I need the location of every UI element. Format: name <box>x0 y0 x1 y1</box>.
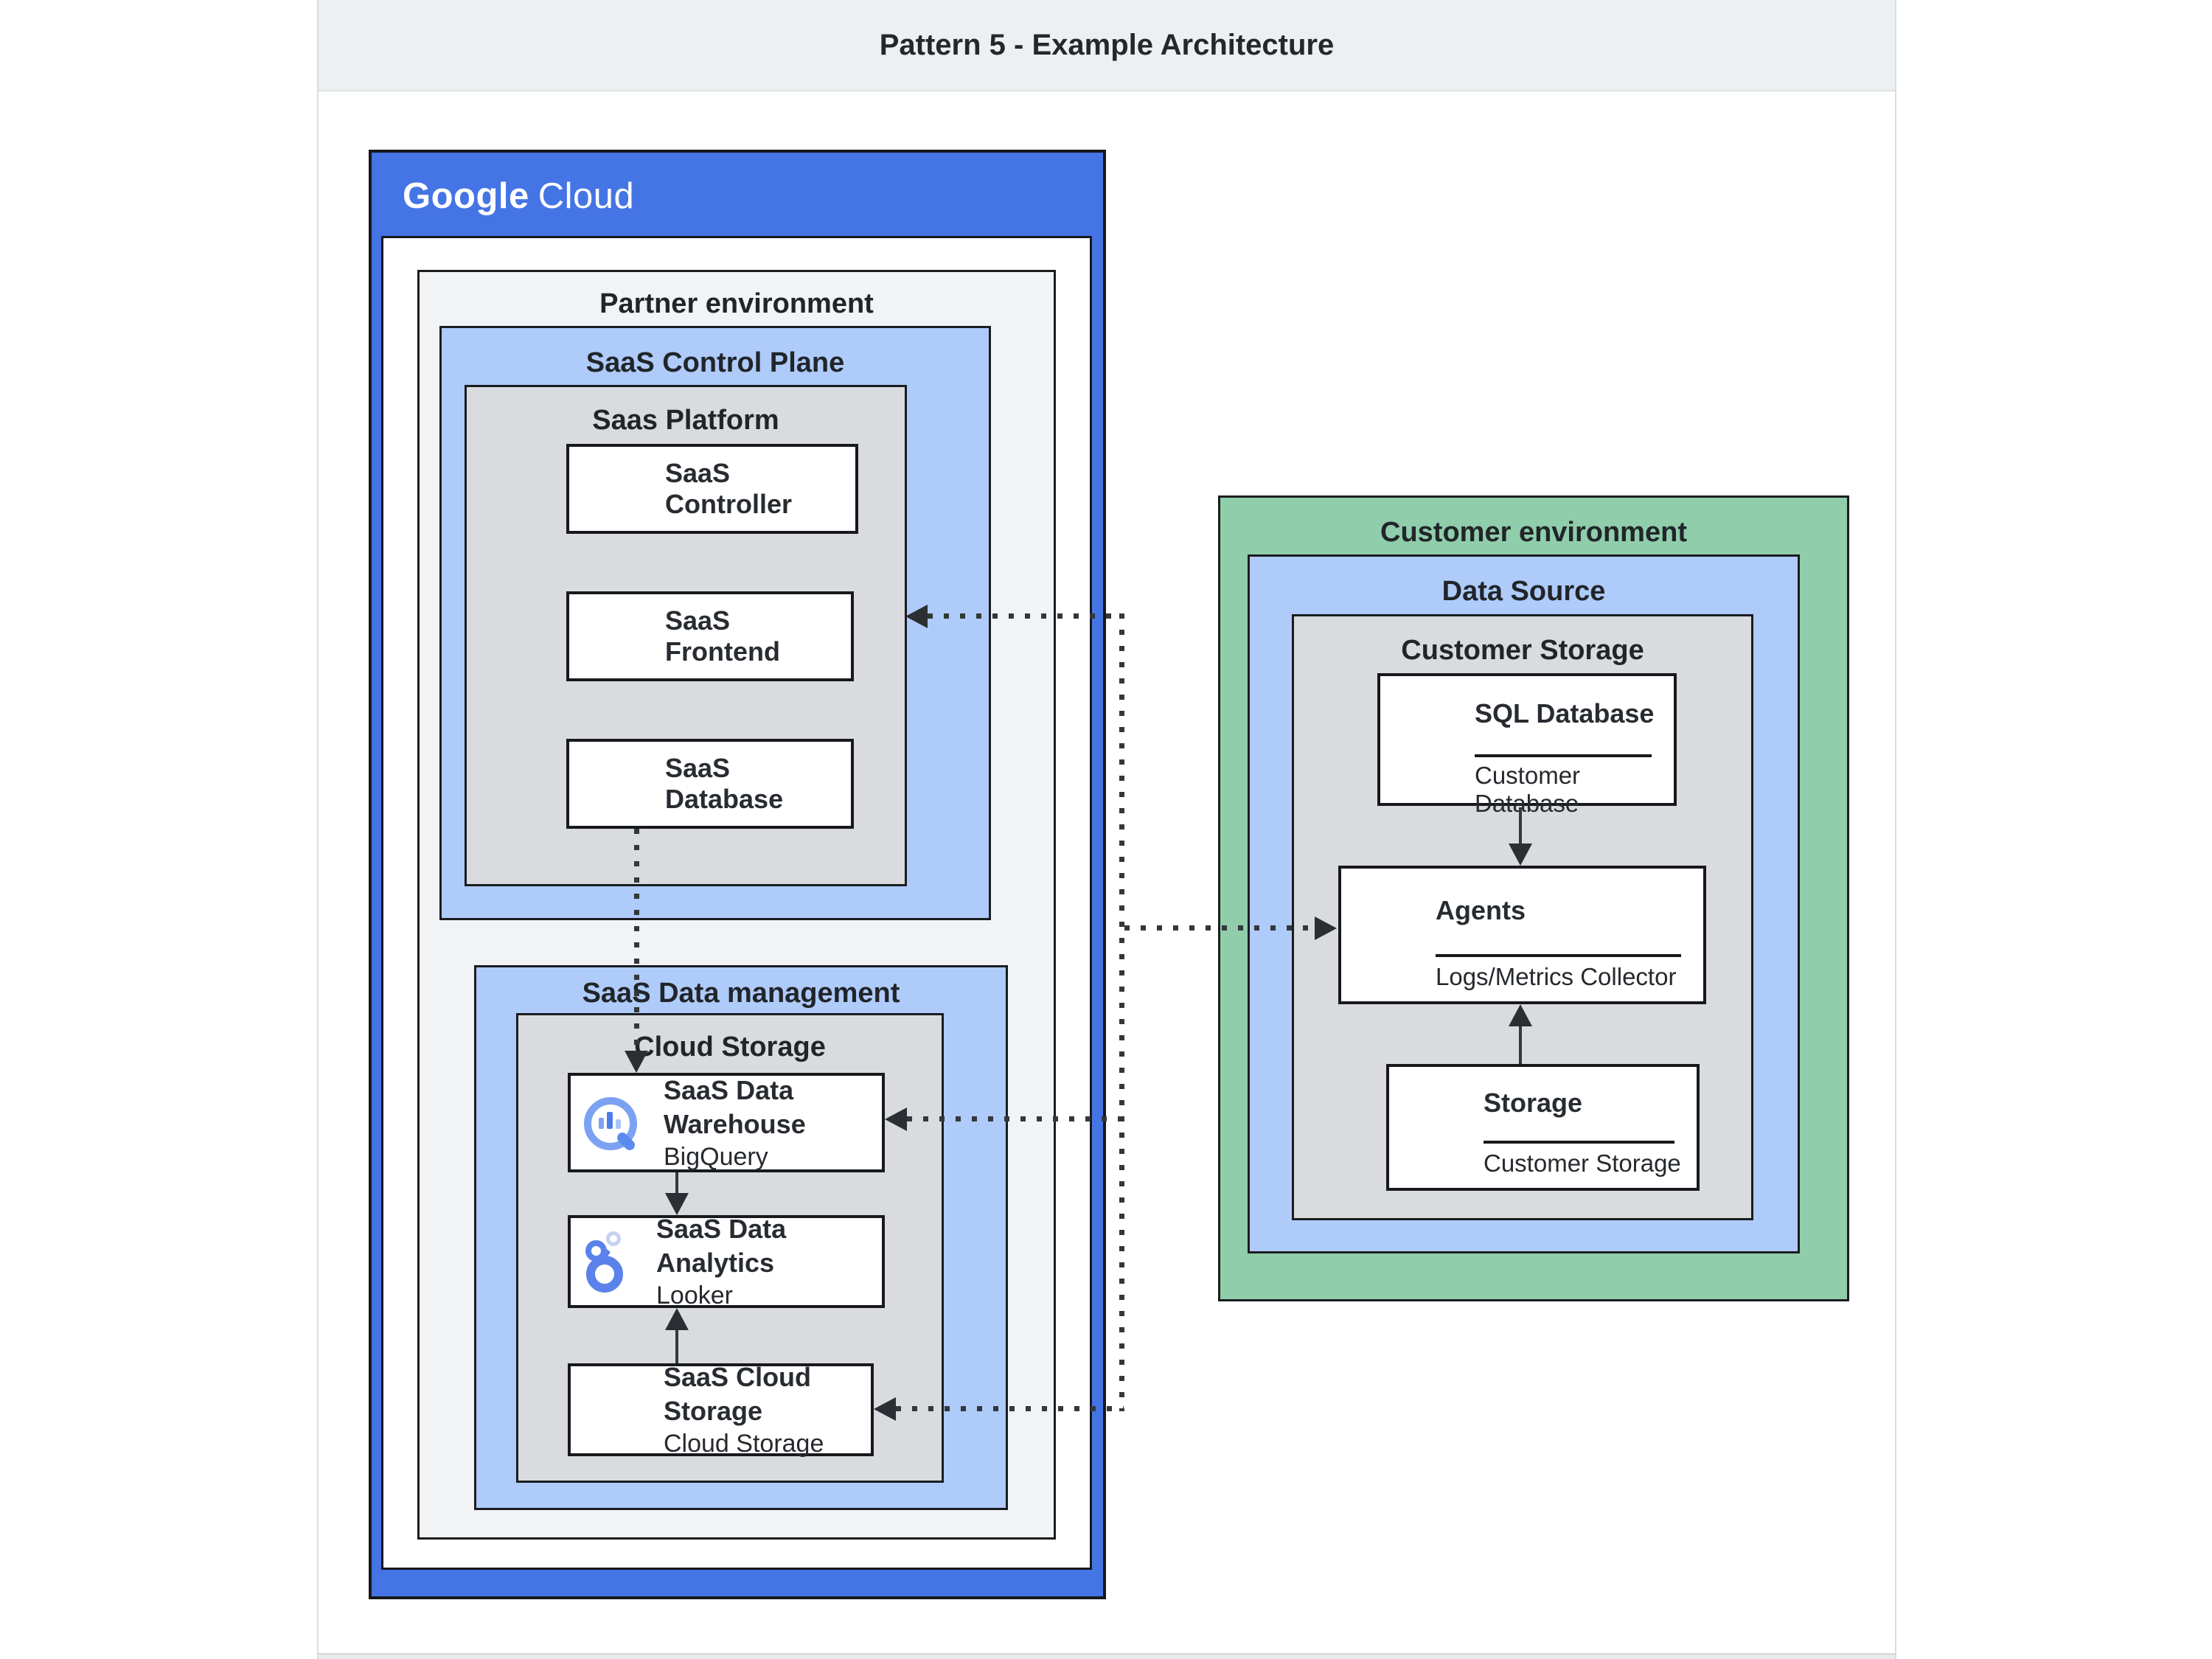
sql-database-title: SQL Database <box>1475 698 1655 728</box>
server-rack-icon <box>1398 697 1453 738</box>
storage-title: Storage <box>1484 1088 1583 1118</box>
agents-separator <box>1436 954 1681 957</box>
saas-cloud-storage-title: SaaS Cloud Storage <box>664 1362 812 1426</box>
agents-subtitle: Logs/Metrics Collector <box>1436 963 1677 990</box>
connector-vertical-line <box>1119 613 1124 1411</box>
saas-controller-box: SaaS Controller <box>566 444 858 534</box>
saas-database-box: SaaS Database <box>566 739 854 829</box>
customer-environment-label: Customer environment <box>1380 517 1687 548</box>
saas-data-management-label: SaaS Data management <box>582 978 900 1009</box>
customer-storage-group-label: Customer Storage <box>1401 635 1644 666</box>
arrow-cloudstorage-to-analytics-head <box>665 1308 689 1330</box>
agents-title: Agents <box>1436 895 1526 925</box>
arrow-warehouse-to-analytics-head <box>665 1193 689 1215</box>
page-title: Pattern 5 - Example Architecture <box>879 28 1335 61</box>
saas-platform-label: Saas Platform <box>592 405 779 436</box>
page-left-border <box>317 0 319 1659</box>
connector-to-warehouse-head <box>885 1107 907 1131</box>
saas-cloud-storage-box: SaaS Cloud Storage Cloud Storage <box>568 1362 874 1458</box>
storage-subtitle: Customer Storage <box>1484 1150 1681 1177</box>
storage-box: Storage Customer Storage <box>1386 1064 1700 1191</box>
page-right-border <box>1895 0 1896 1659</box>
saas-frontend-label: SaaS Frontend <box>665 605 780 667</box>
diagram-header: Pattern 5 - Example Architecture <box>319 0 1895 91</box>
sql-database-box: SQL Database Customer Database <box>1377 673 1677 817</box>
sql-database-separator <box>1475 754 1652 757</box>
saas-control-plane-label: SaaS Control Plane <box>585 347 845 378</box>
google-cloud-logo-cloud: Cloud <box>538 176 635 216</box>
server-rack-icon <box>1407 1088 1461 1129</box>
connector-to-agents-line <box>1124 925 1316 931</box>
arrow-warehouse-to-analytics-line <box>675 1172 678 1194</box>
sql-database-subtitle: Customer Database <box>1475 762 1581 817</box>
saas-data-warehouse-title: SaaS Data Warehouse <box>664 1074 806 1139</box>
agents-box: Agents Logs/Metrics Collector <box>1338 866 1706 1004</box>
arrow-cloudstorage-to-analytics-line <box>675 1329 678 1363</box>
storage-separator <box>1484 1141 1674 1144</box>
saas-data-analytics-subtitle: Looker <box>656 1281 733 1310</box>
saas-data-analytics-box: SaaS Data Analytics Looker <box>568 1214 885 1310</box>
connector-to-agents-head <box>1315 917 1337 940</box>
server-rack-icon <box>582 763 637 804</box>
bigquery-icon <box>584 1094 641 1152</box>
connector-to-cloudstorage-head <box>874 1397 896 1421</box>
arrow-database-to-warehouse-line <box>634 829 639 1052</box>
connector-to-cloudstorage-line <box>896 1406 1124 1411</box>
saas-data-analytics-title: SaaS Data Analytics <box>656 1214 787 1278</box>
server-rack-icon <box>582 616 637 657</box>
cloud-storage-icon <box>574 1388 641 1432</box>
looker-icon <box>584 1231 631 1293</box>
arrow-sql-to-agents-line <box>1519 807 1522 845</box>
server-rack-icon <box>1359 892 1413 933</box>
page-bottom-bar <box>319 1653 1895 1659</box>
saas-data-warehouse-box: SaaS Data Warehouse BigQuery <box>568 1073 885 1172</box>
saas-cloud-storage-subtitle: Cloud Storage <box>664 1430 824 1458</box>
saas-database-label: SaaS Database <box>665 753 784 814</box>
cloud-storage-group-label: Cloud Storage <box>634 1032 826 1062</box>
partner-environment-label: Partner environment <box>599 288 874 319</box>
arrow-storage-to-agents-head <box>1509 1004 1532 1026</box>
connector-to-frontend-line <box>928 613 1124 619</box>
connector-to-warehouse-line <box>907 1116 1124 1121</box>
arrow-database-to-warehouse-head <box>625 1051 648 1073</box>
google-cloud-logo-google: Google <box>403 176 529 216</box>
saas-controller-label: SaaS Controller <box>665 458 793 519</box>
connector-to-frontend-head <box>905 605 928 628</box>
arrow-sql-to-agents-head <box>1509 844 1532 866</box>
saas-frontend-box: SaaS Frontend <box>566 591 854 681</box>
saas-data-warehouse-subtitle: BigQuery <box>664 1142 768 1171</box>
data-source-label: Data Source <box>1441 576 1606 607</box>
arrow-storage-to-agents-line <box>1519 1025 1522 1064</box>
server-rack-icon <box>582 468 637 509</box>
